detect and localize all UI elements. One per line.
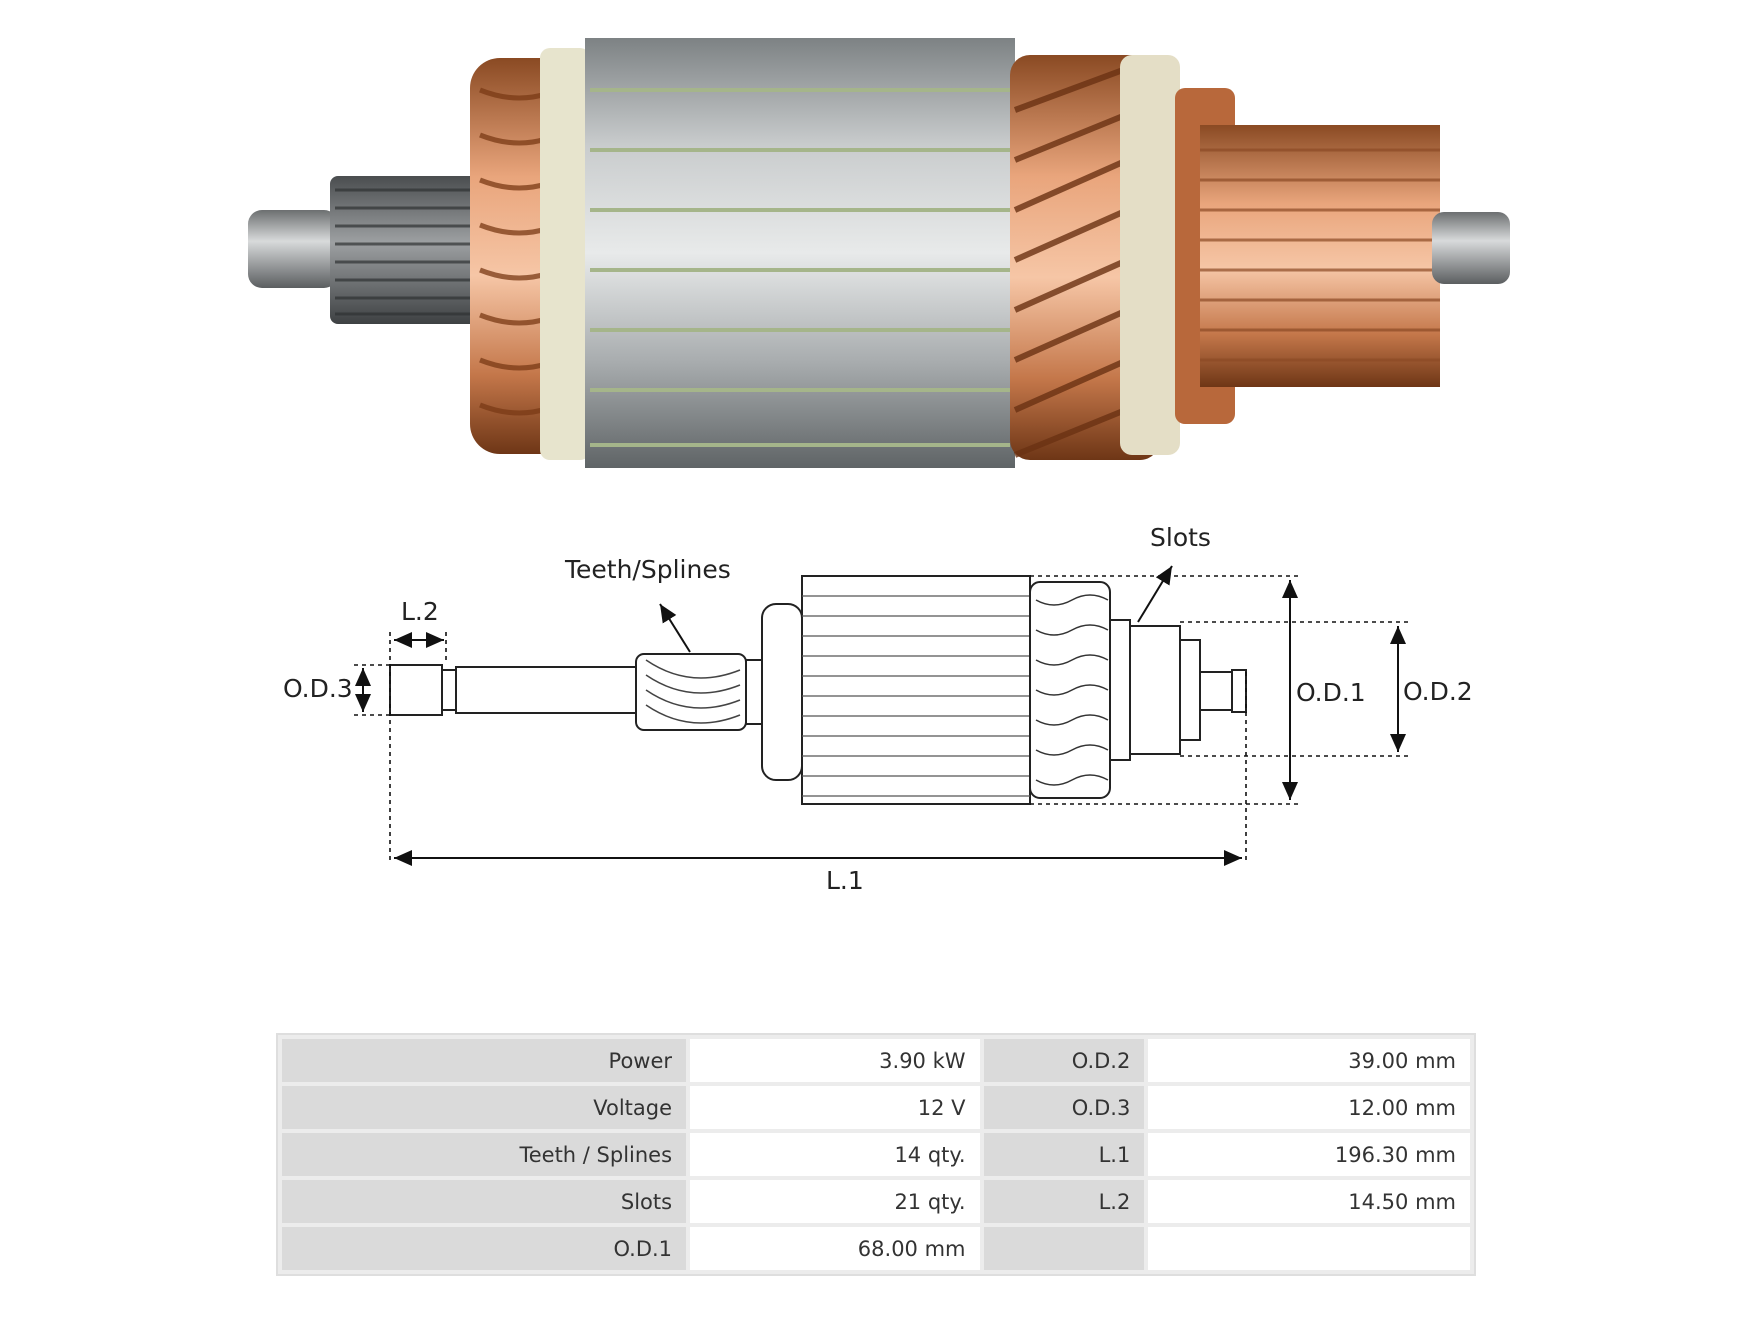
spec-key: O.D.2 — [983, 1039, 1145, 1082]
label-od2: O.D.2 — [1403, 677, 1473, 706]
label-od1: O.D.1 — [1296, 678, 1366, 707]
spec-value: 12 V — [690, 1086, 980, 1129]
label-od3: O.D.3 — [283, 674, 353, 703]
spec-key: O.D.3 — [983, 1086, 1145, 1129]
spec-value — [1148, 1227, 1470, 1270]
spec-value: 196.30 mm — [1148, 1133, 1470, 1176]
spec-key: L.2 — [983, 1180, 1145, 1223]
spec-key: L.1 — [983, 1133, 1145, 1176]
spec-value: 39.00 mm — [1148, 1039, 1470, 1082]
table-row: Voltage 12 V O.D.3 12.00 mm — [282, 1086, 1470, 1129]
spec-value: 21 qty. — [690, 1180, 980, 1223]
table-row: Slots 21 qty. L.2 14.50 mm — [282, 1180, 1470, 1223]
spec-value: 68.00 mm — [690, 1227, 980, 1270]
table-row: Teeth / Splines 14 qty. L.1 196.30 mm — [282, 1133, 1470, 1176]
spec-value: 14 qty. — [690, 1133, 980, 1176]
spec-value: 14.50 mm — [1148, 1180, 1470, 1223]
armature-outline — [389, 575, 1247, 805]
dimension-drawing: Teeth/Splines Slots L.2 O.D.3 O.D.1 O.D.… — [283, 523, 1473, 895]
spec-key: Power — [282, 1039, 687, 1082]
label-l2: L.2 — [401, 597, 439, 626]
spec-value: 12.00 mm — [1148, 1086, 1470, 1129]
label-teeth-splines: Teeth/Splines — [564, 555, 731, 584]
spec-value: 3.90 kW — [690, 1039, 980, 1082]
spec-key: Teeth / Splines — [282, 1133, 687, 1176]
spec-key: O.D.1 — [282, 1227, 687, 1270]
specifications-table: Power 3.90 kW O.D.2 39.00 mm Voltage 12 … — [276, 1033, 1476, 1276]
table-row: O.D.1 68.00 mm — [282, 1227, 1470, 1270]
armature-photo — [248, 38, 1510, 468]
spec-key: Voltage — [282, 1086, 687, 1129]
spec-key: Slots — [282, 1180, 687, 1223]
label-slots: Slots — [1150, 523, 1211, 552]
label-l1: L.1 — [826, 866, 864, 895]
table-row: Power 3.90 kW O.D.2 39.00 mm — [282, 1039, 1470, 1082]
spec-key — [983, 1227, 1145, 1270]
